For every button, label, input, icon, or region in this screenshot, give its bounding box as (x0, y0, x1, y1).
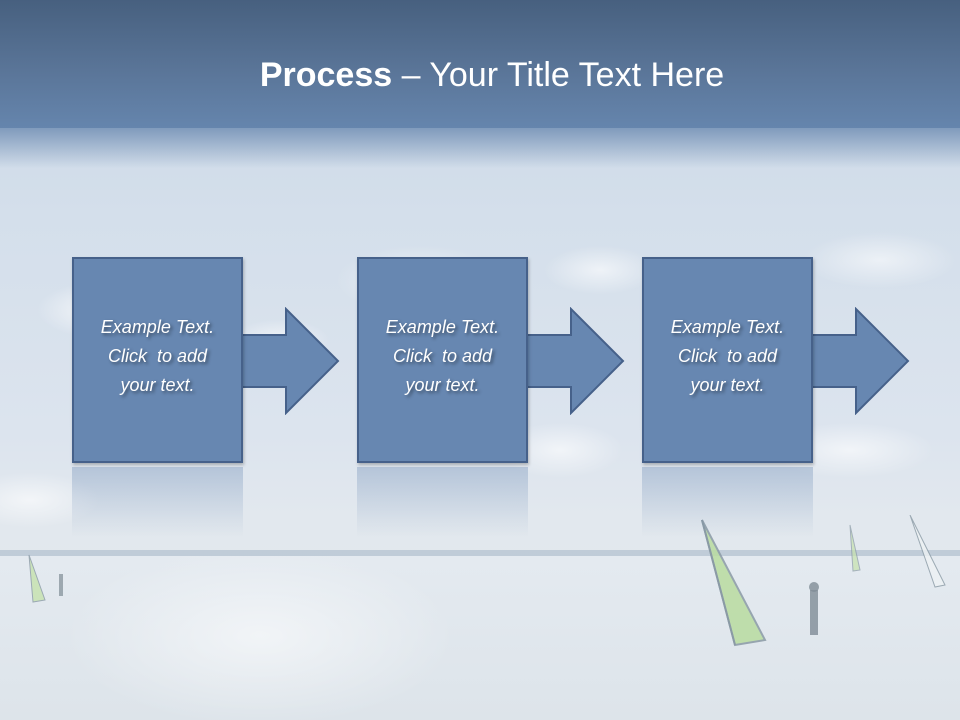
page-title[interactable]: Process – Your Title Text Here (0, 52, 960, 98)
process-step-3[interactable]: Example Text. Click to add your text. (642, 257, 910, 465)
step-text-line: your text. (690, 375, 765, 395)
step-box (642, 257, 813, 463)
windsurf-sail-icon (849, 515, 946, 588)
step-text-line: Click to add (392, 346, 493, 366)
windsurf-sail-icon (28, 554, 63, 603)
step-box (357, 257, 528, 463)
header-fade (0, 128, 960, 168)
step-text-line: Click to add (677, 346, 778, 366)
windsurf-sail-icon (701, 519, 819, 647)
process-step-2[interactable]: Example Text. Click to add your text. (357, 257, 625, 465)
arrow-right-icon (526, 307, 625, 415)
step-text[interactable]: Example Text. Click to add your text. (642, 313, 813, 400)
step-text-line: your text. (405, 375, 480, 395)
step-reflection (642, 467, 813, 537)
step-text-line: Example Text. (100, 317, 215, 337)
title-bold-text: Process (259, 56, 393, 94)
step-reflection (357, 467, 528, 537)
arrow-right-icon (241, 307, 340, 415)
step-text-line: Example Text. (385, 317, 500, 337)
step-reflection (72, 467, 243, 537)
step-text-line: Click to add (107, 346, 208, 366)
title-header-bar (0, 0, 960, 128)
step-text[interactable]: Example Text. Click to add your text. (357, 313, 528, 400)
title-text: – Your Title Text Here (392, 56, 725, 94)
arrow-right-icon (811, 307, 910, 415)
horizon-line (0, 550, 960, 556)
step-box (72, 257, 243, 463)
step-text-line: Example Text. (670, 317, 785, 337)
step-text-line: your text. (120, 375, 195, 395)
step-text[interactable]: Example Text. Click to add your text. (72, 313, 243, 400)
process-step-1[interactable]: Example Text. Click to add your text. (72, 257, 340, 465)
sea-background (0, 556, 960, 720)
